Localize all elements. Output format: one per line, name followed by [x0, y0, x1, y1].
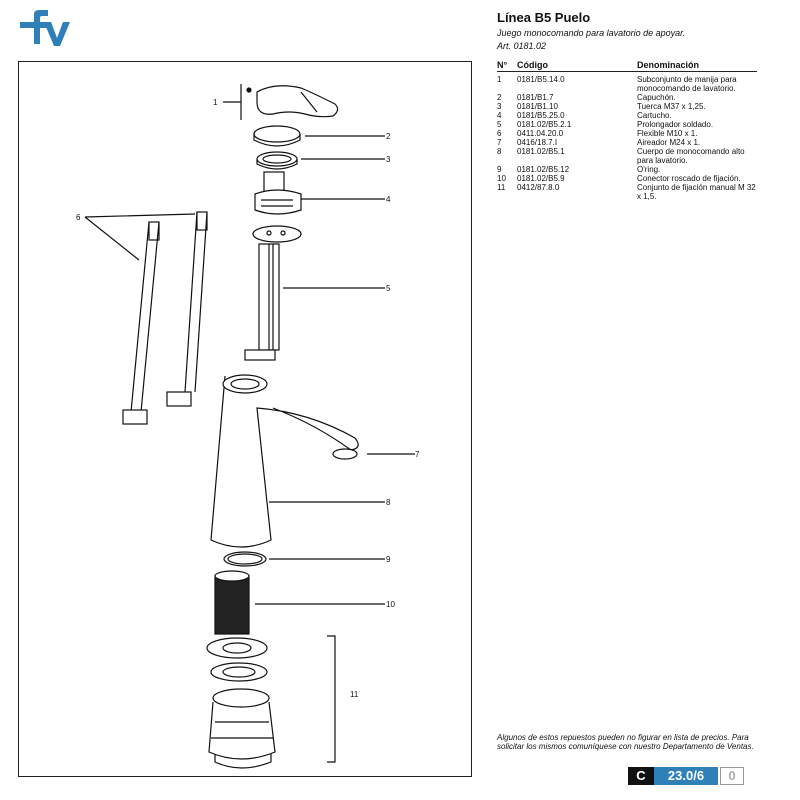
- part-body: [210, 375, 359, 548]
- table-row: 1 0181/B5.14.0 Subconjunto de manija para …: [497, 75, 757, 93]
- table-header: N° Código Denominación: [497, 61, 757, 72]
- revision: 0: [720, 767, 744, 785]
- row-description: Cuerpo de monocomando alto para lavatori…: [637, 147, 745, 165]
- row-description: Aireador M24 x 1.: [637, 138, 701, 147]
- header-description: Denominación: [637, 60, 700, 70]
- page-title: Línea B5 Puelo: [497, 10, 591, 25]
- row-code: 0412/87.8.0: [517, 183, 560, 192]
- fv-logo: [20, 10, 70, 46]
- footer-note: Algunos de estos repuestos pueden no fig…: [497, 733, 754, 751]
- row-description: Subconjunto de manija para monocomando d…: [637, 75, 737, 93]
- page-indicator: C 23.0/6 0: [628, 767, 744, 785]
- row-code: 0181/B5.25.0: [517, 111, 565, 120]
- row-number: 4: [497, 111, 502, 120]
- page-prefix: C: [628, 767, 654, 785]
- row-description: Conjunto de fijación manual M 32 x 1,5.: [637, 183, 756, 201]
- page-subtitle: Juego monocomando para lavatorio de apoy…: [497, 28, 686, 38]
- row-description: Prolongador soldado.: [637, 120, 714, 129]
- row-code: 0411.04.20.0: [517, 129, 564, 138]
- header-code: Código: [517, 60, 548, 70]
- part-fixing-set: [206, 637, 276, 769]
- part-oring: [223, 551, 267, 567]
- row-code: 0181/B1.7: [517, 93, 554, 102]
- faucet-drawing: [84, 84, 415, 769]
- callout-6: 6: [76, 213, 81, 222]
- row-number: 11: [497, 183, 506, 192]
- table-row: 6 0411.04.20.0 Flexible M10 x 1.: [497, 129, 757, 138]
- row-number: 2: [497, 93, 502, 102]
- table-body: 1 0181/B5.14.0 Subconjunto de manija para …: [497, 75, 757, 201]
- table-row: 7 0416/18.7.I Aireador M24 x 1.: [497, 138, 757, 147]
- row-number: 1: [497, 75, 502, 84]
- row-description: Conector roscado de fijación.: [637, 174, 741, 183]
- table-row: 11 0412/87.8.0 Conjunto de fijación manual…: [497, 183, 757, 201]
- table-row: 3 0181/B1.10 Tuerca M37 x 1,25.: [497, 102, 757, 111]
- row-code: 0181.02/B5.1: [517, 147, 565, 156]
- callout-2: 2: [386, 132, 391, 141]
- row-code: 0181.02/B5.2.1: [517, 120, 572, 129]
- table-row: 8 0181.02/B5.1 Cuerpo de monocomando alto …: [497, 147, 757, 165]
- part-threaded-connector: [214, 575, 250, 635]
- row-number: 5: [497, 120, 502, 129]
- row-number: 7: [497, 138, 502, 147]
- exploded-diagram: 1 2 3 4 5 6 7 8 9 10 11: [18, 61, 472, 777]
- row-description: Cartucho.: [637, 111, 672, 120]
- row-description: Capuchón.: [637, 93, 676, 102]
- table-row: 4 0181/B5.25.0 Cartucho.: [497, 111, 757, 120]
- table-row: 10 0181.02/B5.9 Conector roscado de fijaci…: [497, 174, 757, 183]
- row-description: Flexible M10 x 1.: [637, 129, 698, 138]
- part-aerator: [332, 448, 358, 460]
- page-number: 23.0/6: [654, 767, 718, 785]
- header-number: N°: [497, 60, 508, 70]
- row-number: 6: [497, 129, 502, 138]
- row-code: 0181.02/B5.12: [517, 165, 570, 174]
- row-code: 0181/B5.14.0: [517, 75, 565, 84]
- callout-4: 4: [386, 195, 391, 204]
- part-cap: [253, 125, 301, 143]
- callout-10: 10: [386, 600, 395, 609]
- row-number: 3: [497, 102, 502, 111]
- parts-table: N° Código Denominación 1 0181/B5.14.0 Subc…: [497, 61, 757, 201]
- part-cartridge: [263, 171, 285, 193]
- callout-3: 3: [386, 155, 391, 164]
- table-row: 5 0181.02/B5.2.1 Prolongador soldado.: [497, 120, 757, 129]
- table-row: 9 0181.02/B5.12 O'ring.: [497, 165, 757, 174]
- row-number: 10: [497, 174, 506, 183]
- article-number: Art. 0181.02: [497, 41, 547, 51]
- callout-11: 11: [350, 690, 359, 699]
- row-description: Tuerca M37 x 1,25.: [637, 102, 706, 111]
- table-row: 2 0181/B1.7 Capuchón.: [497, 93, 757, 102]
- row-number: 9: [497, 165, 502, 174]
- callout-1: 1: [213, 98, 218, 107]
- callout-8: 8: [386, 498, 391, 507]
- callout-7: 7: [415, 450, 420, 459]
- part-handle: [256, 85, 339, 118]
- callout-5: 5: [386, 284, 391, 293]
- callout-9: 9: [386, 555, 391, 564]
- row-description: O'ring.: [637, 165, 661, 174]
- part-flexible-hoses: [122, 211, 208, 425]
- row-code: 0181.02/B5.9: [517, 174, 565, 183]
- row-code: 0181/B1.10: [517, 102, 558, 111]
- row-code: 0416/18.7.I: [517, 138, 558, 147]
- row-number: 8: [497, 147, 502, 156]
